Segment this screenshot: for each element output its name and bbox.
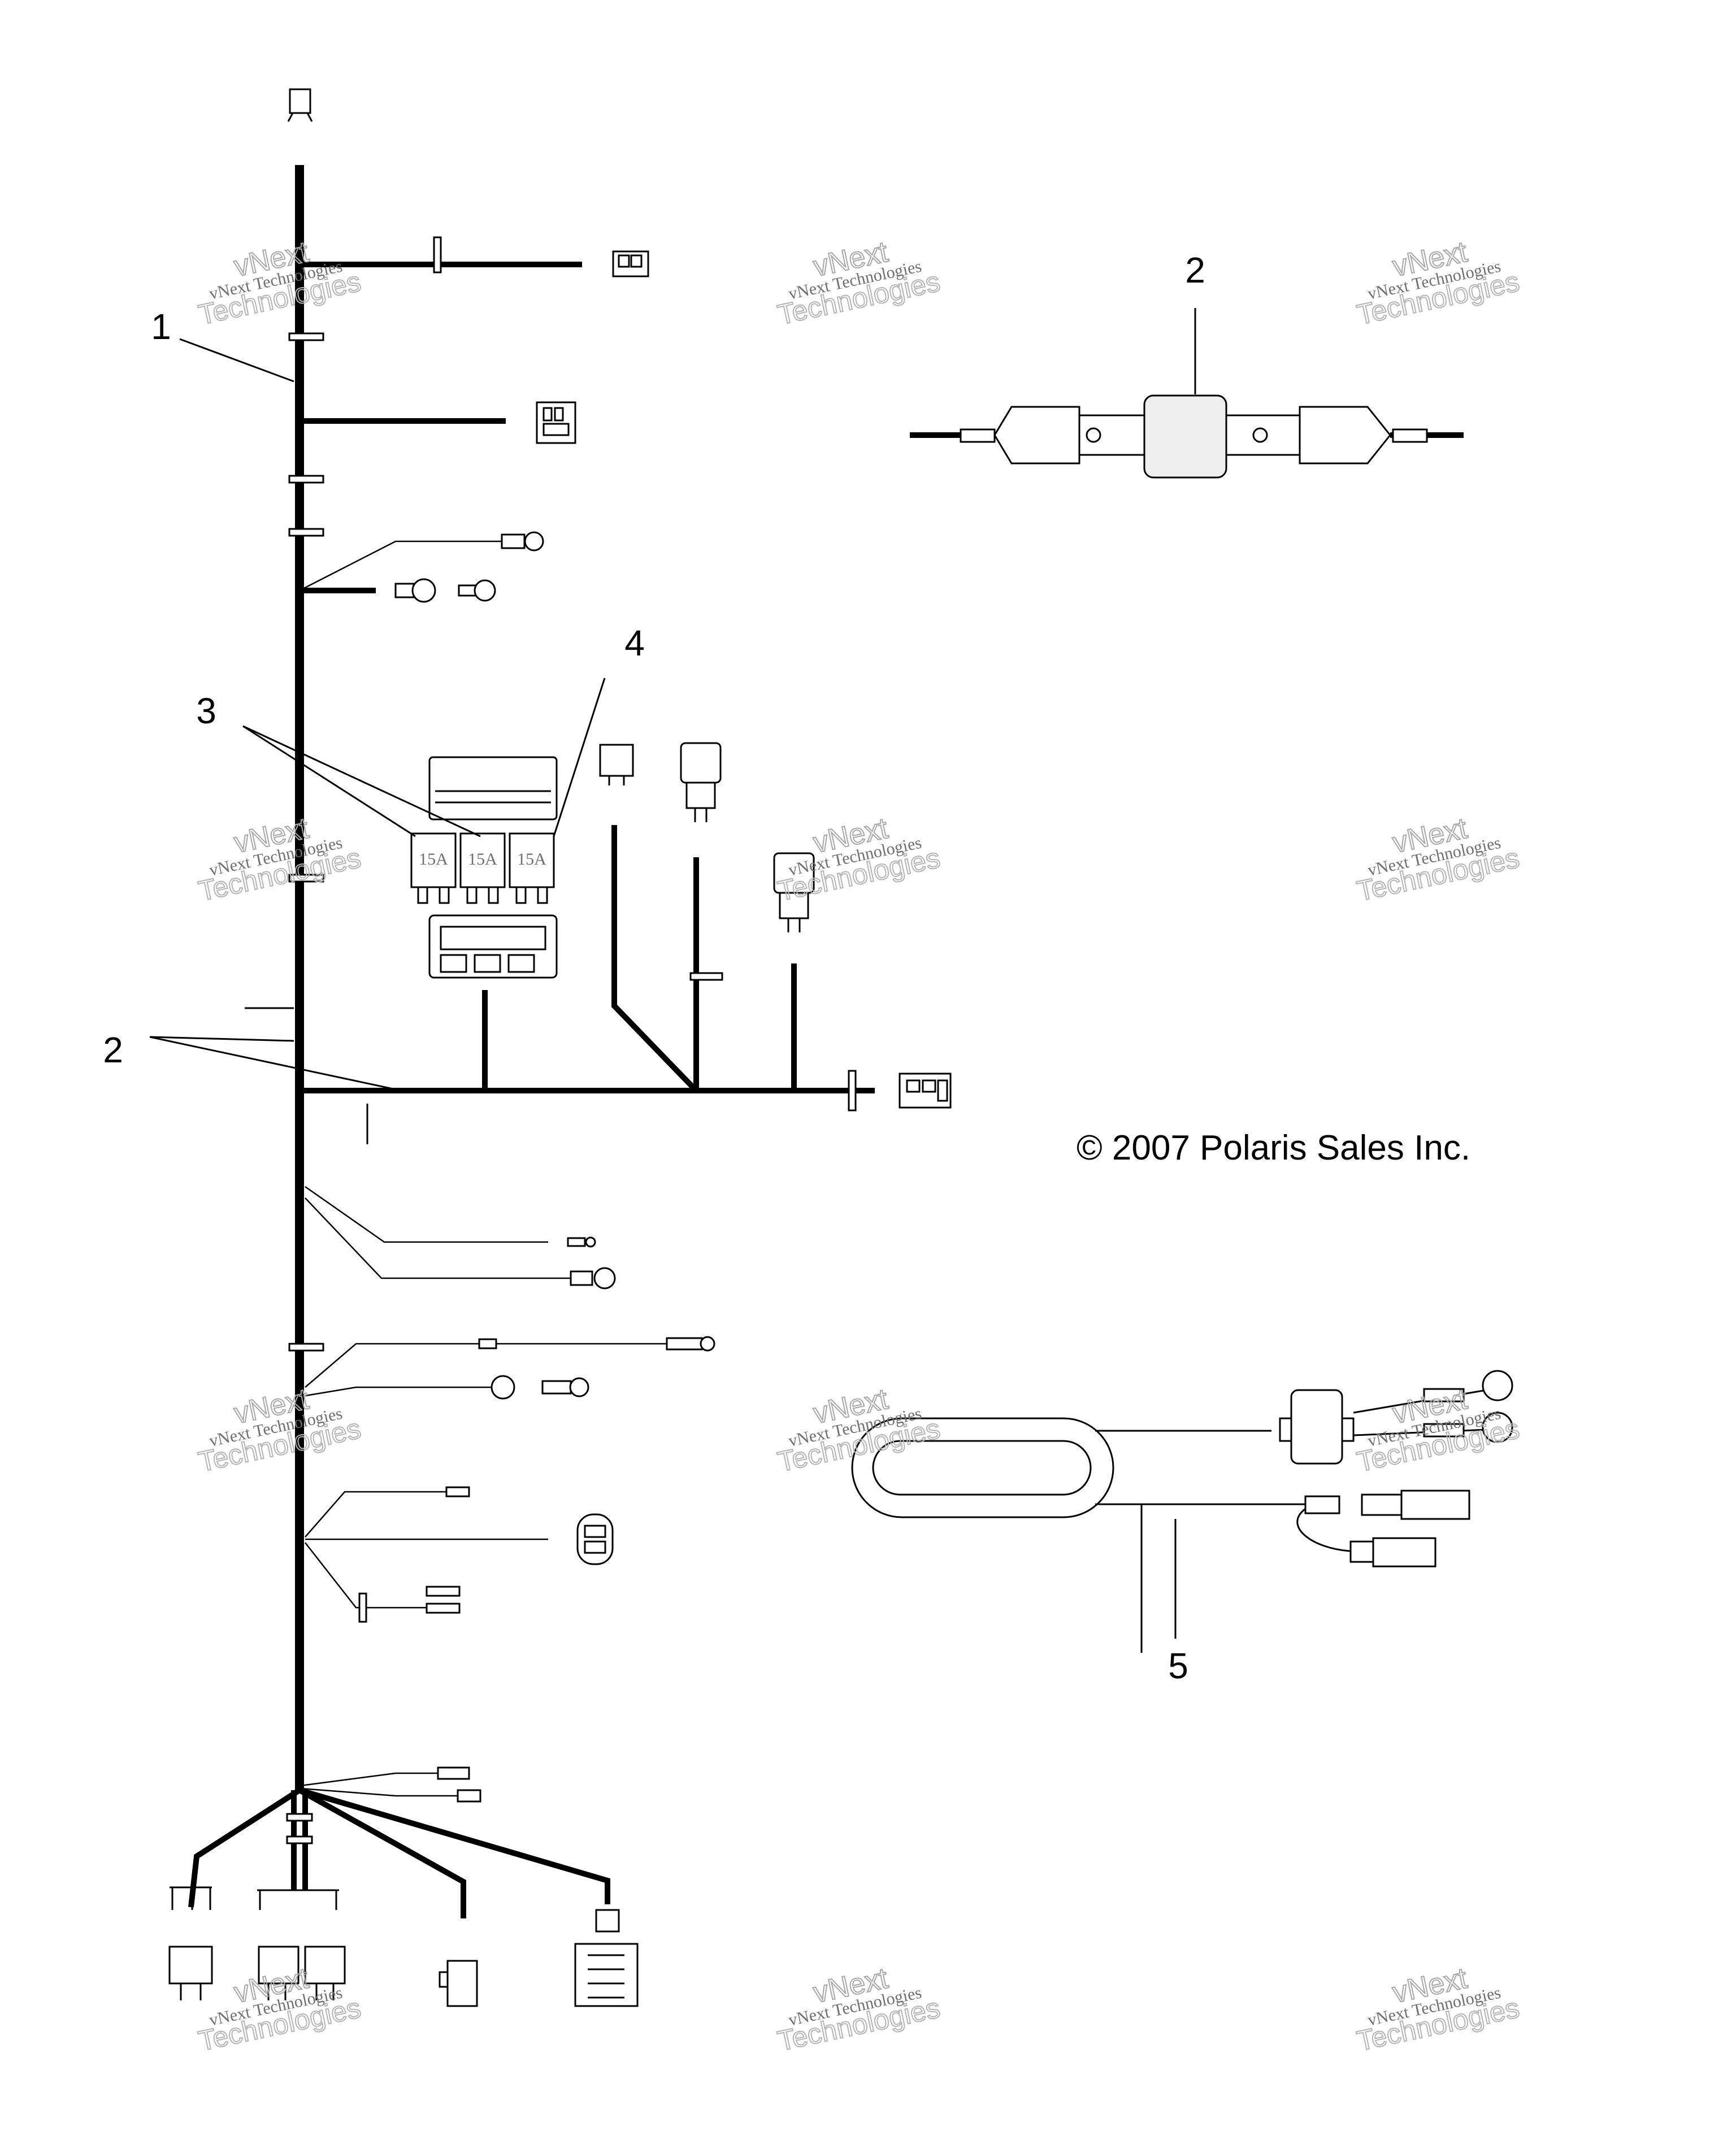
connector-icon <box>612 250 649 277</box>
connector-icon <box>257 1889 346 2000</box>
battery-harness <box>851 1370 1513 1653</box>
fuse-box-cover-icon <box>428 756 558 820</box>
inline-connector-assembly <box>910 394 1464 479</box>
callout-1: 1 <box>151 306 171 347</box>
watermark: vNext vNext Technologies Technologies <box>1353 235 1522 331</box>
plug-cap-icon <box>1296 1508 1436 1568</box>
ring-terminal-icon <box>394 578 496 603</box>
ring-terminal-icon <box>501 531 544 552</box>
fuse-icon: 15A <box>509 832 555 904</box>
connector-icon <box>168 1886 213 2000</box>
ring-terminal-icon <box>1353 1412 1513 1443</box>
charger-plug-icon <box>1304 1490 1470 1520</box>
connector-icon <box>439 1960 478 2007</box>
fuse-label: 15A <box>517 850 546 869</box>
callout-5: 5 <box>1168 1646 1188 1686</box>
watermark: vNext vNext Technologies Technologies <box>774 235 943 331</box>
watermark: vNext vNext Technologies Technologies <box>774 1382 943 1478</box>
watermark: vNext vNext Technologies Technologies <box>195 1382 364 1478</box>
callout-2-inline-connector: 2 <box>1185 250 1205 290</box>
multi-pin-connector-icon <box>574 1909 639 2007</box>
ring-terminal-icon <box>570 1267 616 1290</box>
relay-icon <box>599 744 634 785</box>
fuse-label: 15A <box>468 850 497 869</box>
callout-2-harness: 2 <box>103 1030 123 1070</box>
copyright-text: © 2007 Polaris Sales Inc. <box>1077 1128 1470 1167</box>
watermark: vNext vNext Technologies Technologies <box>1353 811 1522 908</box>
sensor-connector-icon <box>773 852 815 932</box>
watermark: vNext vNext Technologies Technologies <box>1353 1961 1522 2057</box>
callout-leaders <box>149 308 1196 1639</box>
fuse-block-icon <box>428 914 558 979</box>
fuse-icon: 15A <box>459 832 506 904</box>
ring-terminal-icon <box>666 1336 715 1352</box>
round-connector-icon <box>576 1513 614 1565</box>
watermark: vNext vNext Technologies Technologies <box>195 235 364 331</box>
sensor-connector-icon <box>680 742 722 822</box>
top-connector-icon <box>287 88 313 122</box>
main-harness: 15A 15A 15A <box>168 88 952 2007</box>
watermark: vNext vNext Technologies Technologies <box>195 811 364 908</box>
ring-terminal-icon <box>1353 1370 1513 1414</box>
watermark: vNext vNext Technologies Technologies <box>774 1961 943 2057</box>
inline-fuse-holder-icon <box>1279 1389 1355 1465</box>
fuse-icon: 15A <box>410 832 457 904</box>
fuse-label: 15A <box>419 850 448 869</box>
connector-icon <box>536 401 576 444</box>
ring-terminal-icon <box>491 1375 589 1400</box>
callout-4: 4 <box>624 623 645 663</box>
pin-terminal-icon <box>567 1236 596 1248</box>
callout-3: 3 <box>196 691 216 731</box>
connector-icon <box>899 1073 952 1109</box>
